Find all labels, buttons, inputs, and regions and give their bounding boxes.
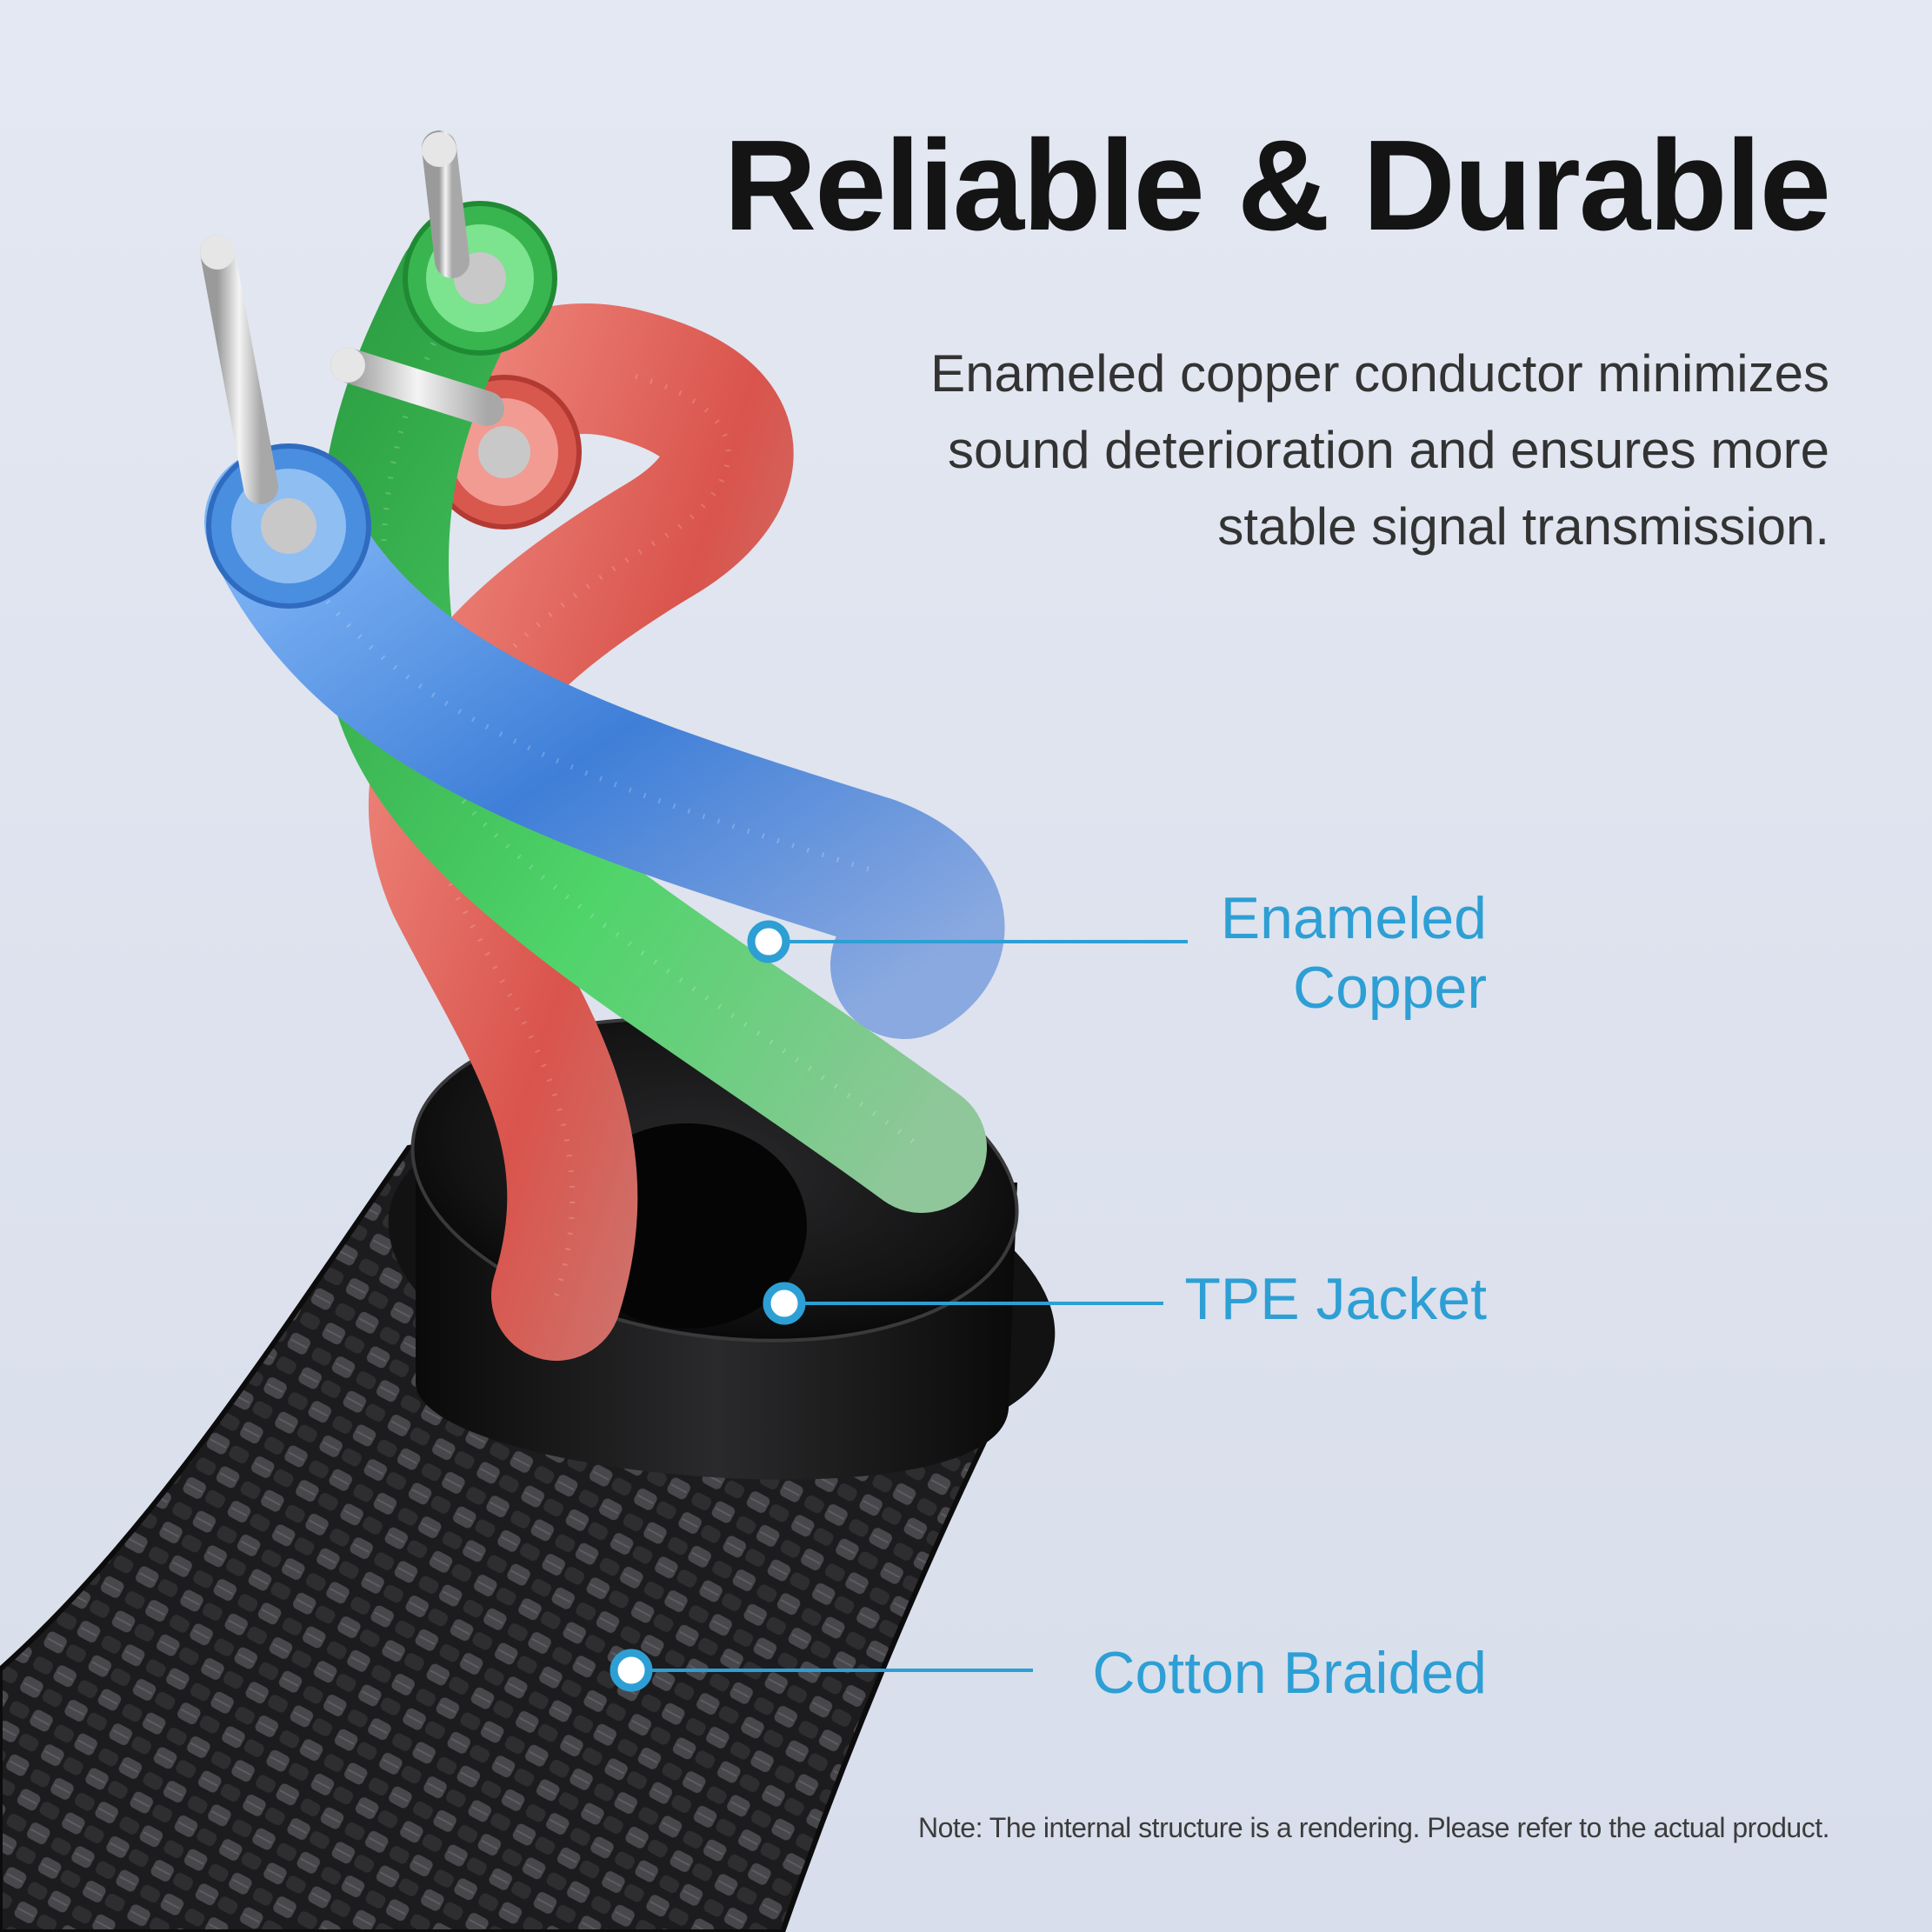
callout-dots (610, 920, 806, 1692)
callout-tpe-jacket: TPE Jacket (1184, 1264, 1487, 1334)
description: Enameled copper conductor minimizes soun… (803, 336, 1829, 565)
description-line: stable signal transmission. (1217, 497, 1829, 556)
callout-dot-icon (610, 1649, 653, 1692)
callout-enameled-copper: Enameled Copper (1221, 883, 1487, 1023)
callout-label: Enameled (1220, 885, 1487, 951)
callout-label: Cotton Braided (1092, 1640, 1487, 1706)
callout-cotton-braided: Cotton Braided (1092, 1638, 1487, 1708)
blue-wire (204, 443, 1005, 1039)
callout-label: TPE Jacket (1184, 1266, 1487, 1332)
callout-label: Copper (1292, 955, 1487, 1021)
description-line: Enameled copper conductor minimizes (930, 344, 1829, 403)
copper-strands (200, 130, 504, 504)
callout-dot-icon (747, 920, 790, 963)
callout-dot-icon (763, 1282, 806, 1325)
disclaimer-note: Note: The internal structure is a render… (918, 1812, 1830, 1843)
description-line: sound deterioration and ensures more (948, 421, 1829, 479)
callout-lines (631, 940, 1188, 1672)
headline: Reliable & Durable (723, 114, 1831, 257)
red-wire (368, 303, 794, 1361)
